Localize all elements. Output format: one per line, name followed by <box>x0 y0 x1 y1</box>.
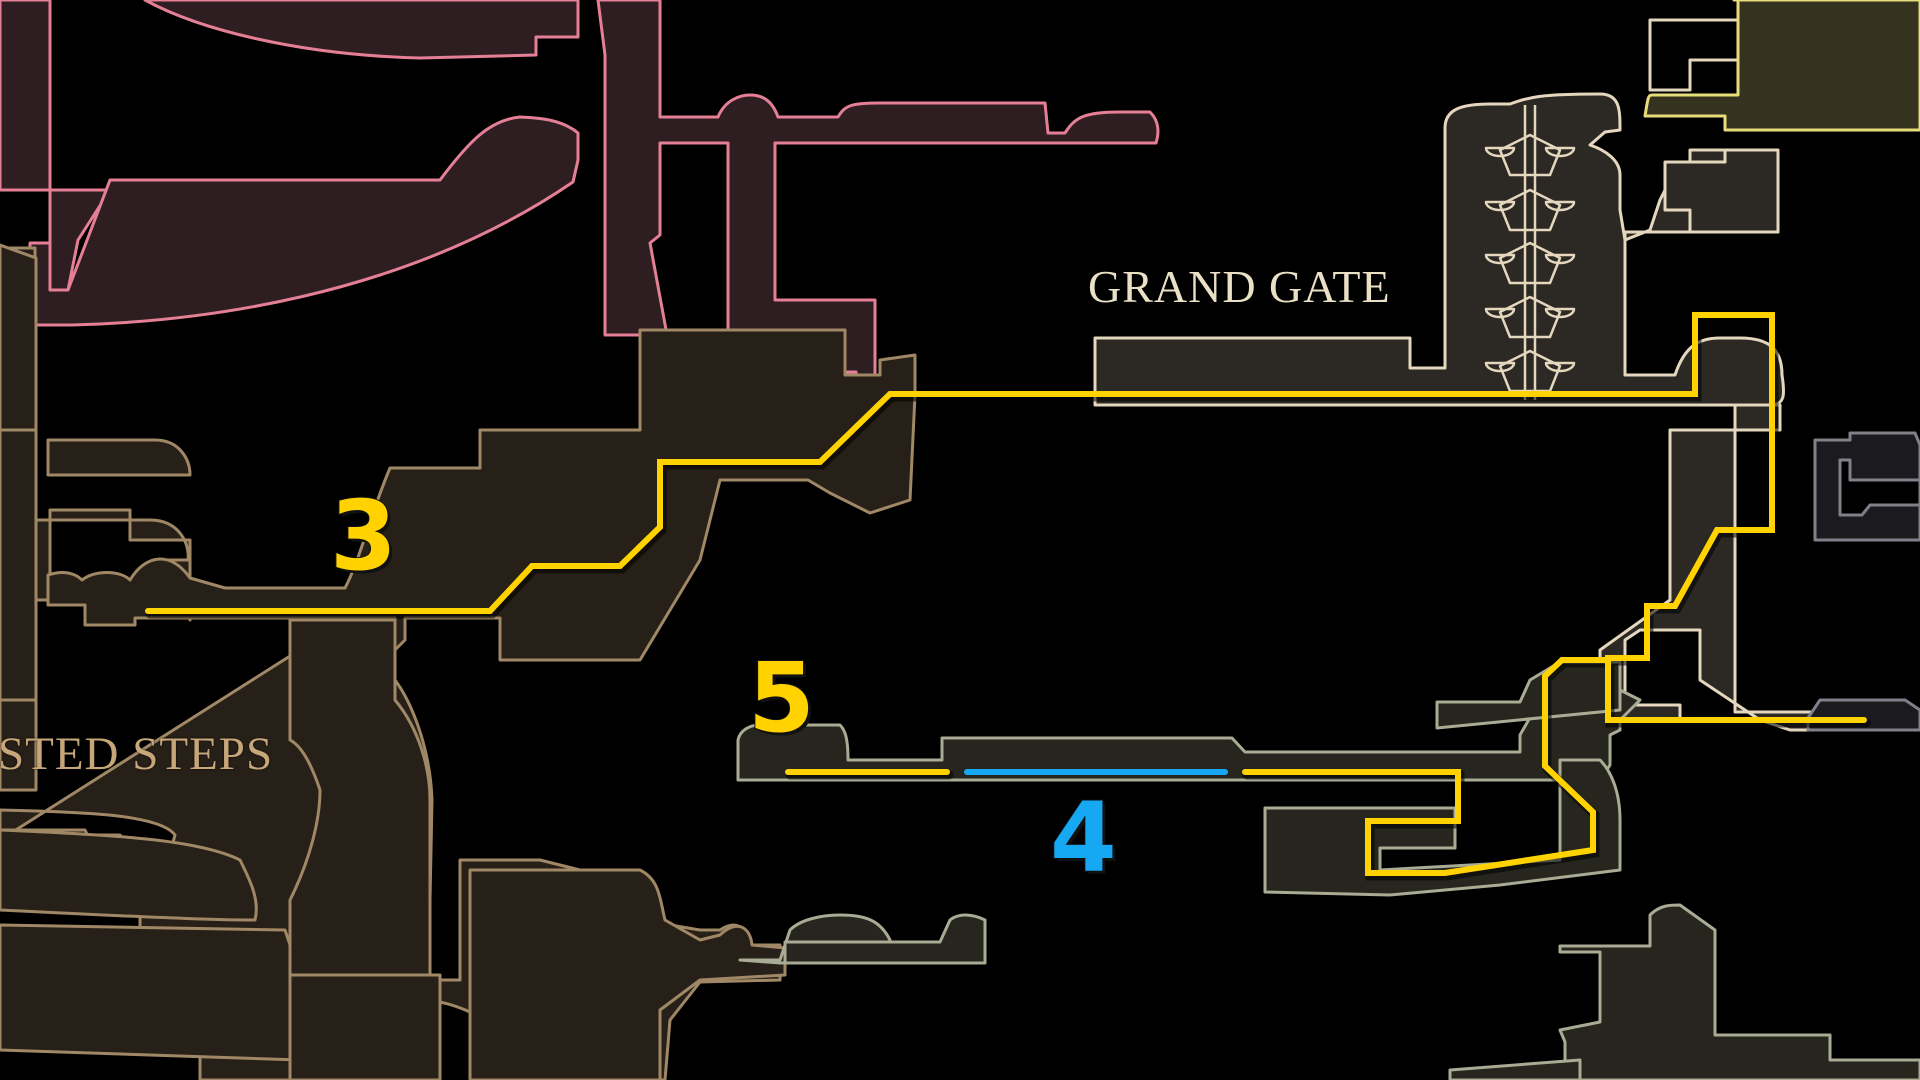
route-segment-end <box>1242 657 1611 876</box>
route-marker-4: 4 <box>1049 782 1118 894</box>
route-path <box>145 312 1871 881</box>
steps-label: STED STEPS <box>0 728 274 780</box>
grand-gate-label: GRAND GATE <box>1088 261 1391 312</box>
yellow-region <box>1643 0 1920 132</box>
route-segment-3 <box>145 312 1867 723</box>
pink-region <box>0 0 1160 392</box>
gate-ornaments <box>1484 105 1576 400</box>
brown-region <box>0 243 917 1080</box>
route-marker-3: 3 <box>329 480 398 592</box>
olive-region <box>736 660 1920 1080</box>
route-marker-5: 5 <box>747 642 816 754</box>
